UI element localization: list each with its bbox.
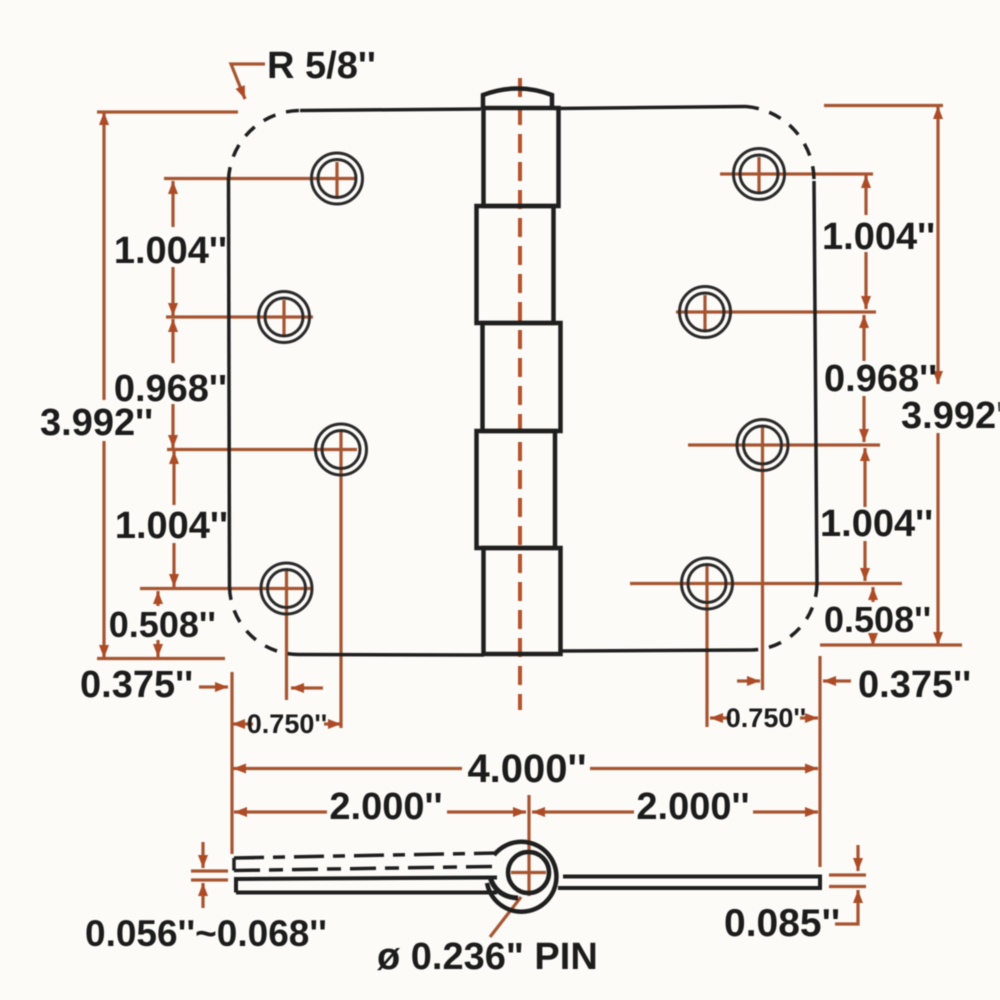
svg-text:1.004'': 1.004'' bbox=[820, 503, 933, 545]
svg-text:0.968'': 0.968'' bbox=[114, 368, 227, 410]
svg-text:1.004'': 1.004'' bbox=[115, 505, 228, 547]
svg-text:3.992'': 3.992'' bbox=[901, 395, 1000, 437]
svg-text:1.004'': 1.004'' bbox=[822, 216, 935, 258]
svg-text:0.375'': 0.375'' bbox=[80, 664, 193, 706]
svg-text:0.375'': 0.375'' bbox=[858, 664, 971, 706]
svg-text:ø 0.236" PIN: ø 0.236" PIN bbox=[377, 936, 598, 978]
svg-text:0.750'': 0.750'' bbox=[247, 709, 327, 739]
svg-text:0.508'': 0.508'' bbox=[824, 599, 931, 640]
svg-text:0.968'': 0.968'' bbox=[824, 358, 937, 400]
svg-text:4.000'': 4.000'' bbox=[467, 747, 586, 791]
svg-text:2.000'': 2.000'' bbox=[329, 786, 442, 828]
svg-text:3.992'': 3.992'' bbox=[40, 402, 153, 444]
svg-text:R 5/8'': R 5/8'' bbox=[267, 45, 376, 87]
svg-text:1.004'': 1.004'' bbox=[114, 230, 227, 272]
svg-text:0.508'': 0.508'' bbox=[109, 604, 216, 645]
svg-text:0.750'': 0.750'' bbox=[726, 703, 806, 733]
svg-text:2.000'': 2.000'' bbox=[636, 786, 749, 828]
svg-text:0.085'': 0.085'' bbox=[724, 902, 840, 945]
svg-text:0.056''~0.068'': 0.056''~0.068'' bbox=[85, 913, 327, 954]
